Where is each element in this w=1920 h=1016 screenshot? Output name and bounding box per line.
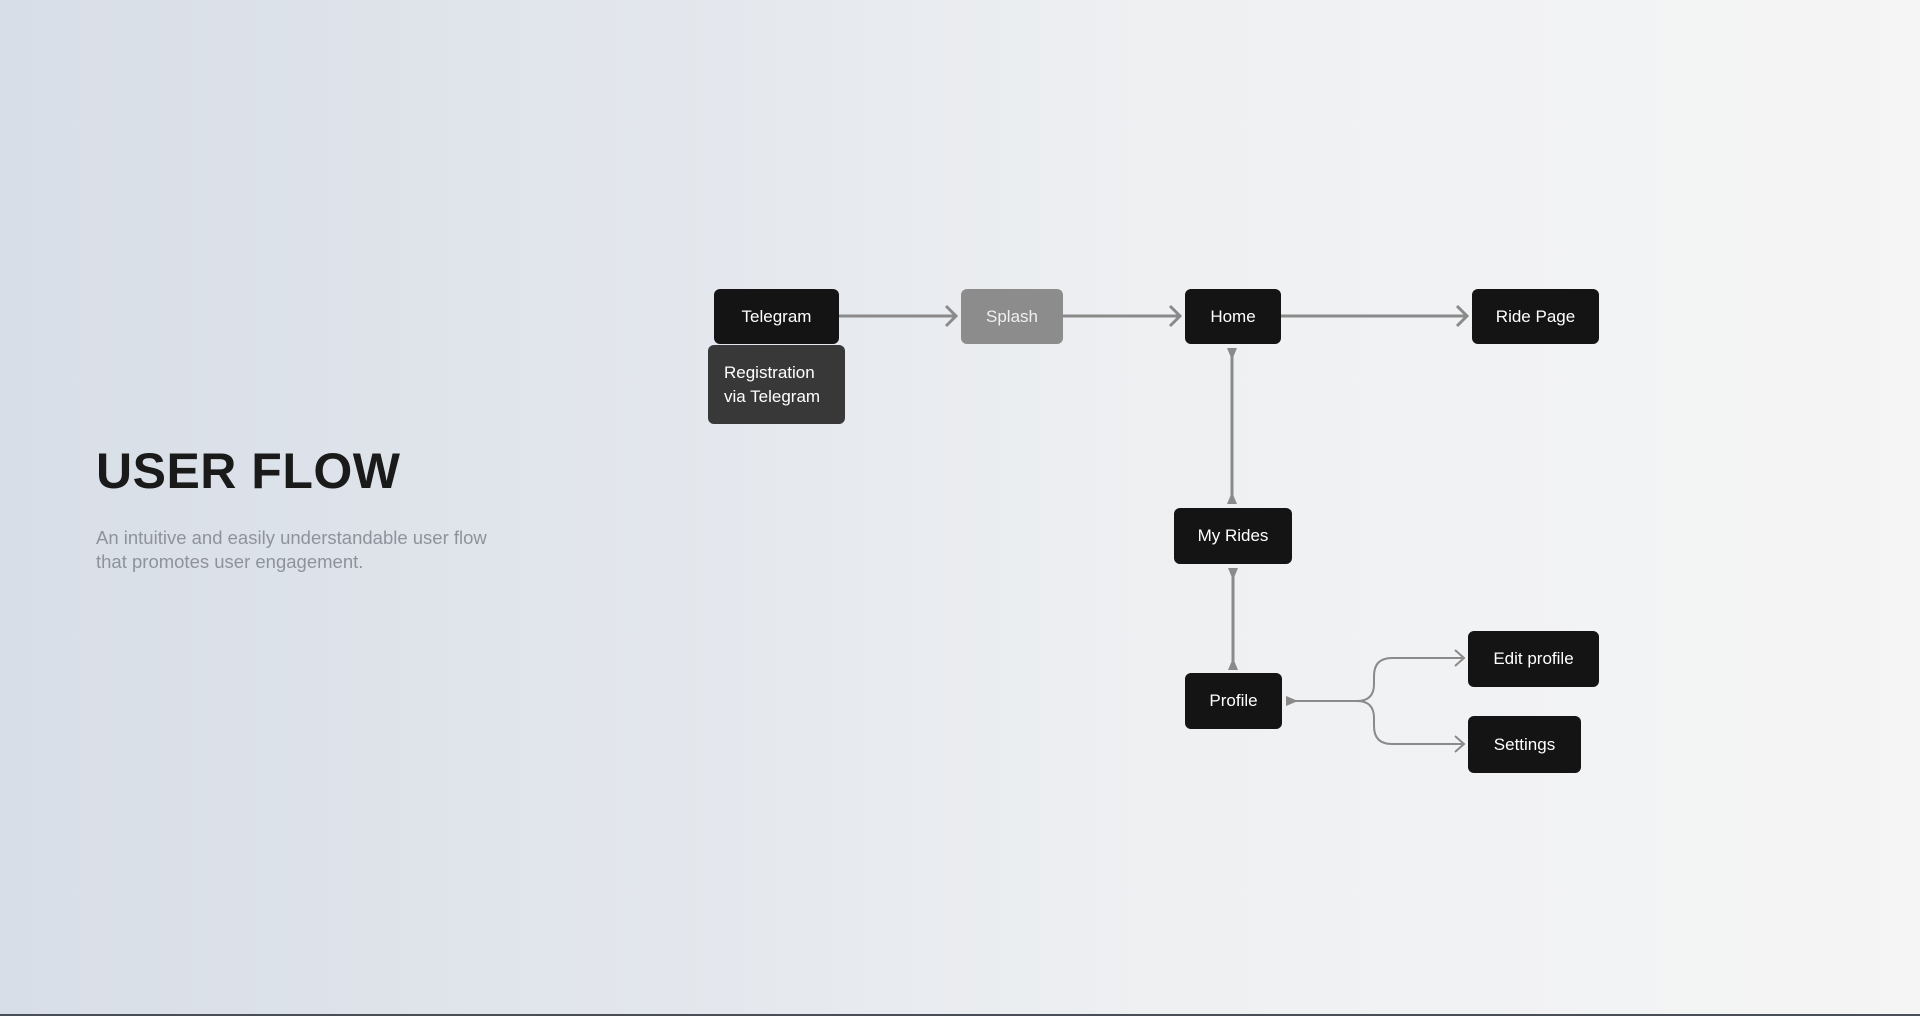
arrowhead	[1168, 304, 1183, 328]
node-label: Edit profile	[1493, 649, 1574, 668]
node-label: My Rides	[1197, 526, 1269, 545]
node-label: Ride Page	[1495, 306, 1576, 326]
marker-my-rides-top	[1227, 492, 1237, 504]
node-splash[interactable]: Splash	[961, 289, 1063, 344]
arrowhead	[1454, 735, 1466, 753]
connector-profile-settings	[1356, 700, 1462, 745]
node-label: Home	[1210, 306, 1256, 326]
node-label: Splash	[986, 306, 1038, 326]
node-label: Settings	[1493, 734, 1556, 754]
node-label: Telegram	[741, 306, 812, 326]
marker-my-rides-bottom	[1228, 568, 1238, 580]
node-home[interactable]: Home	[1185, 289, 1281, 344]
page-subtitle: An intuitive and easily understandable u…	[96, 527, 487, 572]
node-profile[interactable]: Profile	[1185, 673, 1282, 729]
arrowhead	[1454, 649, 1466, 667]
node-ride-page[interactable]: Ride Page	[1472, 289, 1599, 344]
node-my-rides[interactable]: My Rides	[1174, 508, 1292, 564]
marker-profile-right	[1286, 696, 1298, 706]
marker-home-bottom	[1227, 348, 1237, 360]
connector-profile-edit-profile	[1294, 657, 1462, 702]
marker-profile-top	[1228, 658, 1238, 670]
node-telegram[interactable]: Telegram	[714, 289, 839, 344]
node-settings[interactable]: Settings	[1468, 716, 1581, 773]
arrowhead	[1455, 304, 1470, 328]
arrowhead	[944, 304, 959, 328]
node-label: Registration via Telegram	[724, 362, 821, 406]
node-edit-profile[interactable]: Edit profile	[1468, 631, 1599, 687]
node-registration[interactable]: Registration via Telegram	[708, 345, 845, 424]
node-label: Profile	[1209, 691, 1258, 710]
bottom-divider	[0, 1014, 1920, 1016]
page-title: USER FLOW	[96, 443, 401, 499]
